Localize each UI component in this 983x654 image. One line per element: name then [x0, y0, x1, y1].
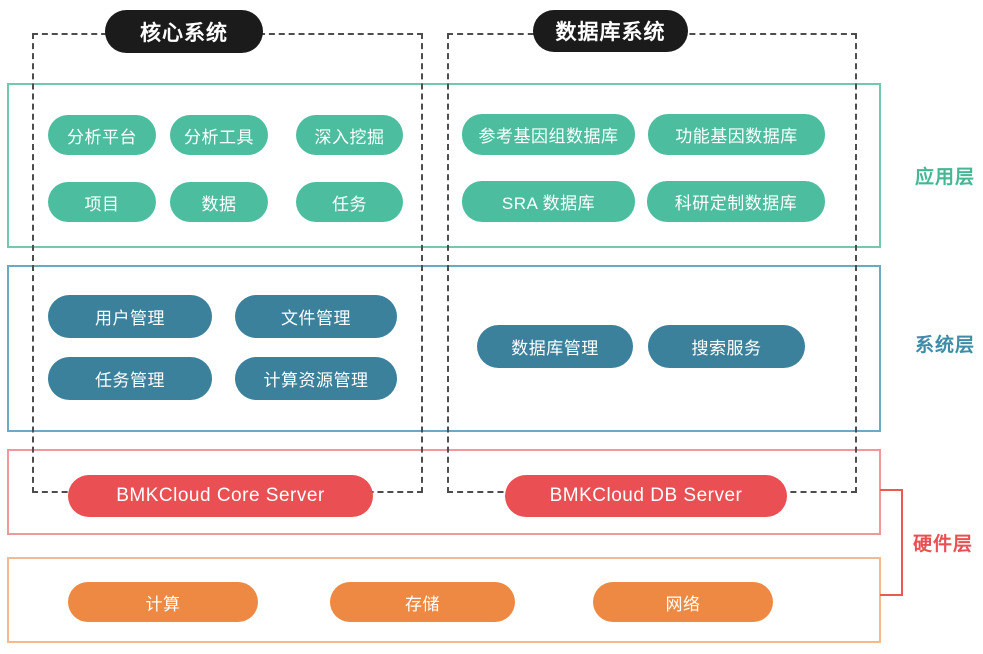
app-pill-sra-db: SRA 数据库: [462, 181, 635, 222]
db-system-group-box: [447, 33, 857, 493]
server-layer-box: [7, 449, 881, 535]
app-pill-custom-research-db: 科研定制数据库: [647, 181, 825, 222]
app-pill-data: 数据: [170, 182, 268, 222]
system-layer-box: [7, 265, 881, 432]
core-server-pill: BMKCloud Core Server: [68, 475, 373, 517]
hardware-layer-box: [7, 557, 881, 643]
application-layer-label: 应用层: [915, 167, 976, 188]
hardware-layer-label: 硬件层: [913, 534, 974, 555]
app-pill-analysis-platform: 分析平台: [48, 115, 156, 155]
app-pill-ref-genome-db: 参考基因组数据库: [462, 114, 635, 155]
app-pill-tasks: 任务: [296, 182, 403, 222]
sys-pill-task-management: 任务管理: [48, 357, 212, 400]
application-layer-box: [7, 83, 881, 248]
sys-pill-search-service: 搜索服务: [648, 325, 805, 368]
db-server-pill: BMKCloud DB Server: [505, 475, 787, 517]
hw-pill-network: 网络: [593, 582, 773, 622]
core-system-header: 核心系统: [105, 10, 263, 53]
db-system-header: 数据库系统: [533, 10, 688, 52]
core-system-group-box: [32, 33, 423, 493]
sys-pill-database-management: 数据库管理: [477, 325, 633, 368]
hw-pill-compute: 计算: [68, 582, 258, 622]
hardware-layer-bracket: [880, 489, 903, 596]
app-pill-deep-mining: 深入挖掘: [296, 115, 403, 155]
system-layer-label: 系统层: [915, 335, 976, 356]
app-pill-functional-gene-db: 功能基因数据库: [648, 114, 825, 155]
sys-pill-compute-resource-management: 计算资源管理: [235, 357, 397, 400]
sys-pill-user-management: 用户管理: [48, 295, 212, 338]
app-pill-projects: 项目: [48, 182, 156, 222]
app-pill-analysis-tools: 分析工具: [170, 115, 268, 155]
hw-pill-storage: 存储: [330, 582, 515, 622]
sys-pill-file-management: 文件管理: [235, 295, 397, 338]
